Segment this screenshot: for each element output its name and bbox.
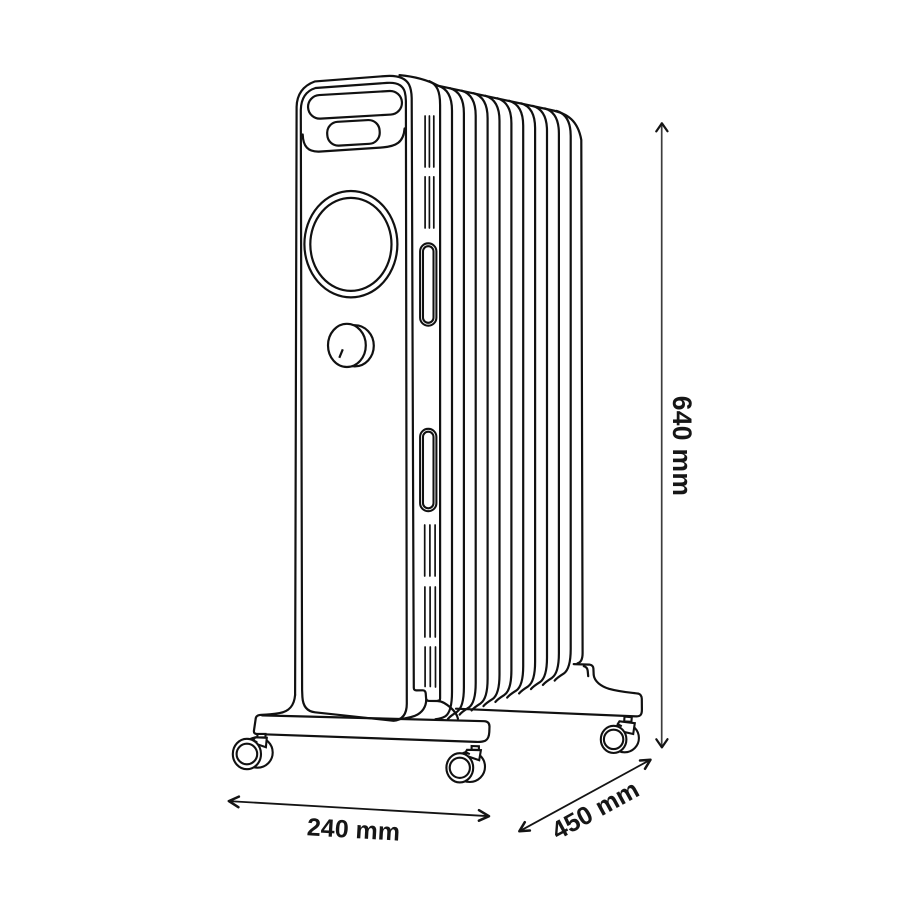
- svg-text:240 mm: 240 mm: [306, 813, 401, 846]
- svg-text:640 mm: 640 mm: [667, 396, 697, 497]
